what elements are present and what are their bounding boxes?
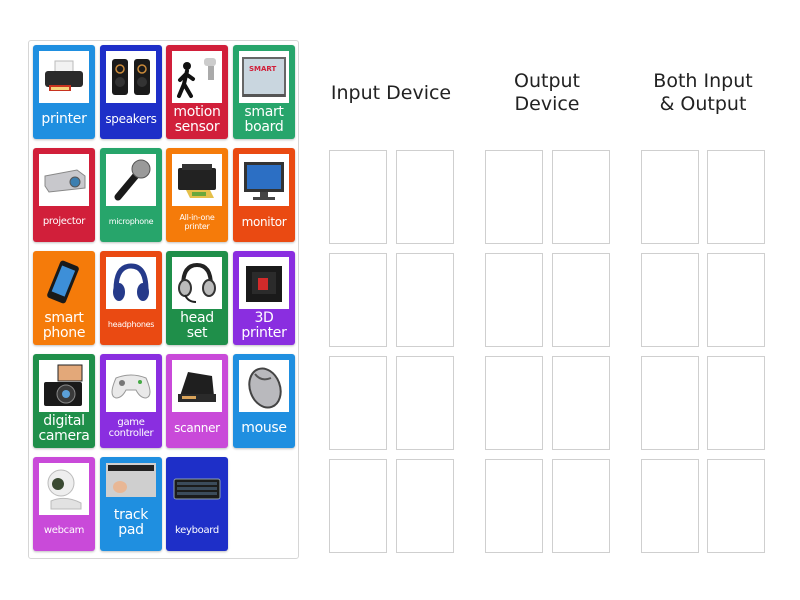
card-label: microphone [108, 217, 154, 227]
card-label: webcam [43, 525, 85, 537]
card-digital-camera[interactable]: digital camera [33, 354, 95, 448]
game-controller-icon [106, 360, 156, 412]
smart-board-icon: SMART [239, 51, 289, 103]
heading-line: Input Device [330, 82, 452, 104]
card-3d-printer[interactable]: 3D printer [233, 251, 295, 345]
card-label: digital camera [38, 412, 90, 444]
card-monitor[interactable]: monitor [233, 148, 295, 242]
card-projector[interactable]: projector [33, 148, 95, 242]
drop-slot[interactable] [552, 150, 610, 244]
headset-icon [172, 257, 222, 309]
drop-slot[interactable] [641, 253, 699, 347]
card-keyboard[interactable]: keyboard [166, 457, 228, 551]
drop-slot[interactable] [552, 253, 610, 347]
keyboard-icon [172, 463, 222, 515]
card-label: keyboard [175, 525, 219, 537]
group-heading-both: Both Input & Output [632, 70, 774, 116]
3d-printer-icon [239, 257, 289, 309]
smartphone-icon [39, 257, 89, 309]
drop-slot[interactable] [329, 253, 387, 347]
card-label: 3D printer [241, 309, 287, 341]
drop-slot[interactable] [641, 356, 699, 450]
card-printer[interactable]: printer [33, 45, 95, 139]
card-track-pad[interactable]: track pad [100, 457, 162, 551]
card-label: speakers [105, 112, 157, 127]
card-label: monitor [241, 215, 287, 230]
card-label: printer [41, 111, 87, 128]
drop-slot[interactable] [329, 459, 387, 553]
scanner-icon [172, 360, 222, 412]
card-label: track pad [113, 506, 149, 538]
motion-sensor-icon [172, 51, 222, 103]
card-label: head set [180, 309, 214, 341]
card-head-set[interactable]: head set [166, 251, 228, 345]
drop-slot[interactable] [707, 150, 765, 244]
card-scanner[interactable]: scanner [166, 354, 228, 448]
drop-slot[interactable] [641, 150, 699, 244]
card-tray: printer speakers motion sensor SMART sma… [28, 40, 299, 559]
speakers-icon [106, 51, 156, 103]
card-label: mouse [241, 420, 287, 437]
drop-slot[interactable] [485, 150, 543, 244]
card-webcam[interactable]: webcam [33, 457, 95, 551]
card-label: scanner [174, 421, 220, 436]
trackpad-icon [106, 463, 156, 497]
drop-slot[interactable] [641, 459, 699, 553]
svg-text:SMART: SMART [249, 65, 277, 73]
card-label: All-in-one printer [179, 213, 215, 231]
webcam-icon [39, 463, 89, 515]
drop-slot[interactable] [396, 459, 454, 553]
drop-slot[interactable] [329, 150, 387, 244]
mouse-icon [239, 360, 289, 412]
printer-icon [39, 51, 89, 103]
drop-slot[interactable] [707, 459, 765, 553]
heading-line: Device [514, 93, 580, 115]
all-in-one-printer-icon [172, 154, 222, 206]
card-label: smart board [244, 103, 284, 135]
drop-slot[interactable] [396, 150, 454, 244]
drop-slot[interactable] [396, 356, 454, 450]
card-headphones[interactable]: headphones [100, 251, 162, 345]
card-mouse[interactable]: mouse [233, 354, 295, 448]
heading-line: Both Input [653, 70, 753, 92]
drop-slot[interactable] [485, 253, 543, 347]
card-smart-board[interactable]: SMART smart board [233, 45, 295, 139]
card-label: game controller [108, 417, 154, 439]
headphones-icon [106, 257, 156, 309]
card-smart-phone[interactable]: smart phone [33, 251, 95, 345]
card-all-in-one-printer[interactable]: All-in-one printer [166, 148, 228, 242]
drop-slot[interactable] [329, 356, 387, 450]
group-heading-output: Output Device [476, 70, 618, 116]
drop-slot[interactable] [396, 253, 454, 347]
heading-line: & Output [659, 93, 747, 115]
drop-slot[interactable] [707, 356, 765, 450]
card-game-controller[interactable]: game controller [100, 354, 162, 448]
drop-slot[interactable] [552, 356, 610, 450]
drop-slot[interactable] [485, 459, 543, 553]
card-motion-sensor[interactable]: motion sensor [166, 45, 228, 139]
microphone-icon [106, 154, 156, 206]
projector-icon [39, 154, 89, 206]
card-label: smart phone [42, 309, 86, 341]
drop-slot[interactable] [707, 253, 765, 347]
drop-slot[interactable] [485, 356, 543, 450]
heading-line: Output [514, 70, 580, 92]
digital-camera-icon [39, 360, 89, 412]
card-label: motion sensor [173, 103, 221, 135]
card-speakers[interactable]: speakers [100, 45, 162, 139]
card-microphone[interactable]: microphone [100, 148, 162, 242]
monitor-icon [239, 154, 289, 206]
card-label: headphones [107, 320, 155, 330]
group-heading-input: Input Device [320, 82, 462, 105]
drop-slot[interactable] [552, 459, 610, 553]
card-label: projector [42, 216, 86, 228]
